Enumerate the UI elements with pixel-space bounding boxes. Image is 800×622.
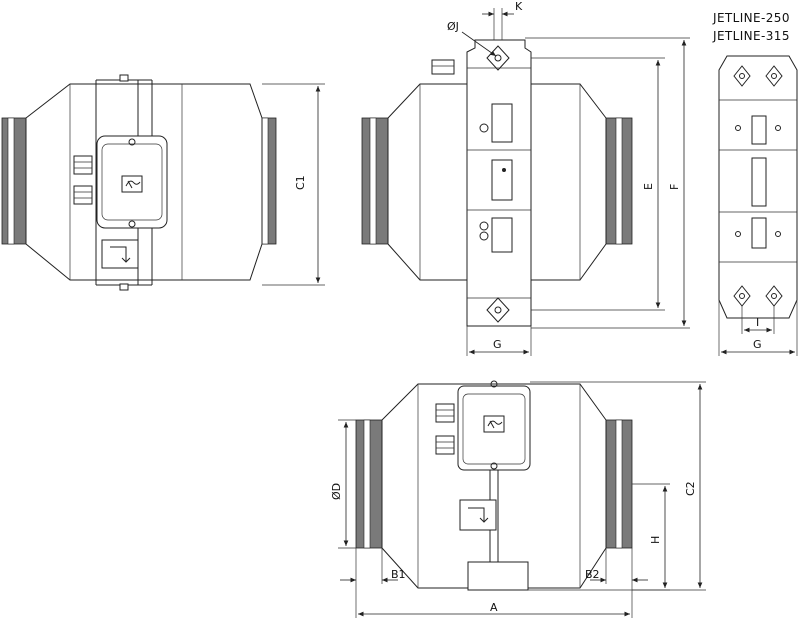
view-side: K ØJ E F G [361, 0, 690, 356]
dim-B2: B2 [585, 568, 600, 581]
cable-gland-icon [431, 59, 455, 75]
model-title-1: JETLINE-250 [712, 11, 790, 25]
view-bracket: I G [718, 55, 798, 356]
model-title-2: JETLINE-315 [712, 29, 790, 43]
bracket-plate [718, 55, 798, 319]
arrow-icon [459, 499, 497, 531]
view-bottom: ØD B1 B2 A H C2 [330, 380, 706, 618]
mounting-hole-icon [486, 45, 510, 323]
mounting-plate [466, 39, 532, 327]
terminal-box [96, 135, 168, 229]
dim-F: F [668, 184, 681, 190]
dim-G-bracket: G [753, 338, 762, 351]
dim-E: E [642, 183, 655, 190]
dim-C2: C2 [684, 481, 697, 496]
mounting-hole-icon [733, 65, 783, 307]
dim-G-side: G [493, 338, 502, 351]
dim-B1: B1 [391, 568, 406, 581]
fan-logo-icon [121, 175, 143, 193]
fan-logo-icon [483, 415, 505, 433]
dim-H: H [649, 536, 662, 544]
dim-J: ØJ [447, 20, 459, 33]
dim-K: K [515, 0, 523, 13]
dim-C1: C1 [294, 175, 307, 190]
mount-foot [467, 561, 529, 591]
dim-D: ØD [330, 483, 343, 500]
cable-gland-icon [435, 403, 455, 455]
arrow-icon [101, 239, 139, 269]
dim-I: I [756, 316, 759, 329]
view-front: C1 [1, 74, 325, 291]
dim-A: A [490, 601, 498, 614]
cable-gland-icon [73, 155, 93, 205]
